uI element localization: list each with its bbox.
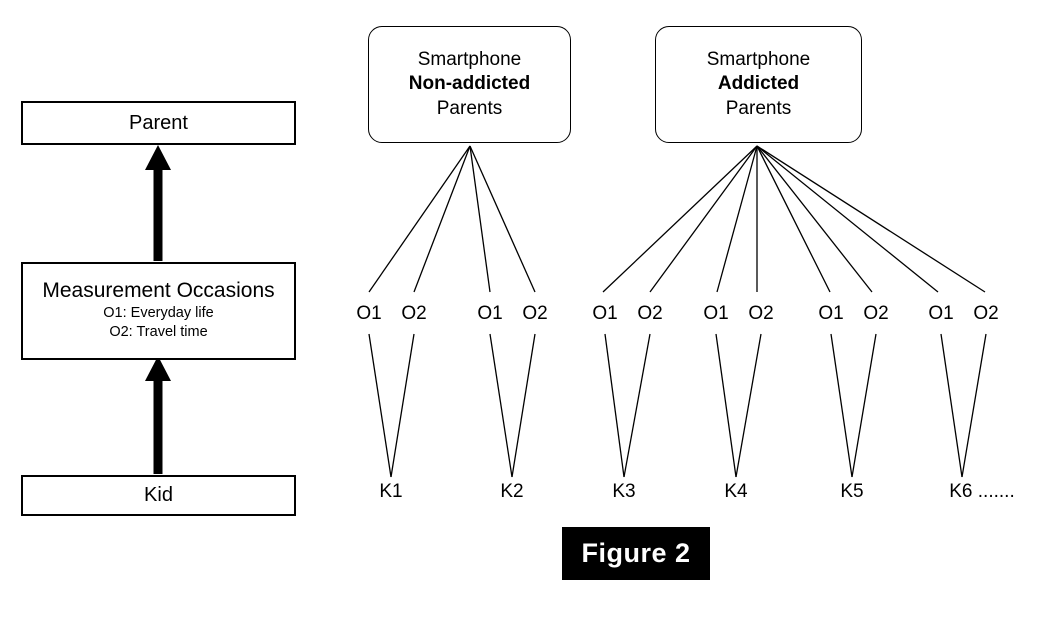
group-line-addicted: Addicted [717, 73, 800, 95]
box-measurement-title: Measurement Occasions [42, 279, 275, 303]
group-line-non-addicted: Non-addicted [408, 73, 531, 95]
fan-edges-non-addicted [368, 145, 536, 293]
figure-caption: Figure 2 [562, 527, 710, 580]
arrow-measurement-to-parent [145, 145, 171, 261]
box-measurement-sub-o2: O2: Travel time [109, 324, 208, 341]
occasion-node-g2-5: O2 [863, 303, 889, 324]
occasion-node-g2-7: O2 [973, 303, 999, 324]
kid-node-k4: K4 [724, 481, 748, 502]
box-kid-title: Kid [144, 484, 173, 506]
kid-node-k2: K2 [500, 481, 524, 502]
occasion-node-g1-0: O1 [356, 303, 382, 324]
box-measurement-sub-o1: O1: Everyday life [103, 304, 214, 321]
v-edges-addicted [604, 333, 987, 478]
box-parent-title: Parent [129, 111, 188, 134]
group-line-smartphone: Smartphone [417, 49, 522, 71]
box-kid: Kid [21, 475, 296, 516]
occasion-node-g2-1: O2 [637, 303, 663, 324]
occasion-node-g2-4: O1 [818, 303, 844, 324]
kid-node-k5: K5 [840, 481, 864, 502]
kid-node-k1: K1 [379, 481, 403, 502]
group-box-addicted-parents: Smartphone Addicted Parents [655, 26, 862, 143]
group-line-parents: Parents [436, 97, 503, 119]
v-edges-non-addicted [368, 333, 536, 478]
group-line-smartphone: Smartphone [706, 49, 811, 71]
kid-node-k6: K6 ....... [949, 481, 1015, 502]
kid-node-k3: K3 [612, 481, 636, 502]
occasion-node-g1-3: O2 [522, 303, 548, 324]
occasion-node-g2-0: O1 [592, 303, 618, 324]
box-measurement-occasions: Measurement Occasions O1: Everyday life … [21, 262, 296, 360]
group-box-non-addicted-parents: Smartphone Non-addicted Parents [368, 26, 571, 143]
occasion-node-g2-2: O1 [703, 303, 729, 324]
occasion-node-g2-6: O1 [928, 303, 954, 324]
fan-edges-addicted [602, 145, 986, 293]
occasion-node-g1-2: O1 [477, 303, 503, 324]
occasion-node-g2-3: O2 [748, 303, 774, 324]
box-parent: Parent [21, 101, 296, 145]
group-line-parents: Parents [725, 97, 792, 119]
arrow-kid-to-measurement [145, 356, 171, 474]
occasion-node-g1-1: O2 [401, 303, 427, 324]
